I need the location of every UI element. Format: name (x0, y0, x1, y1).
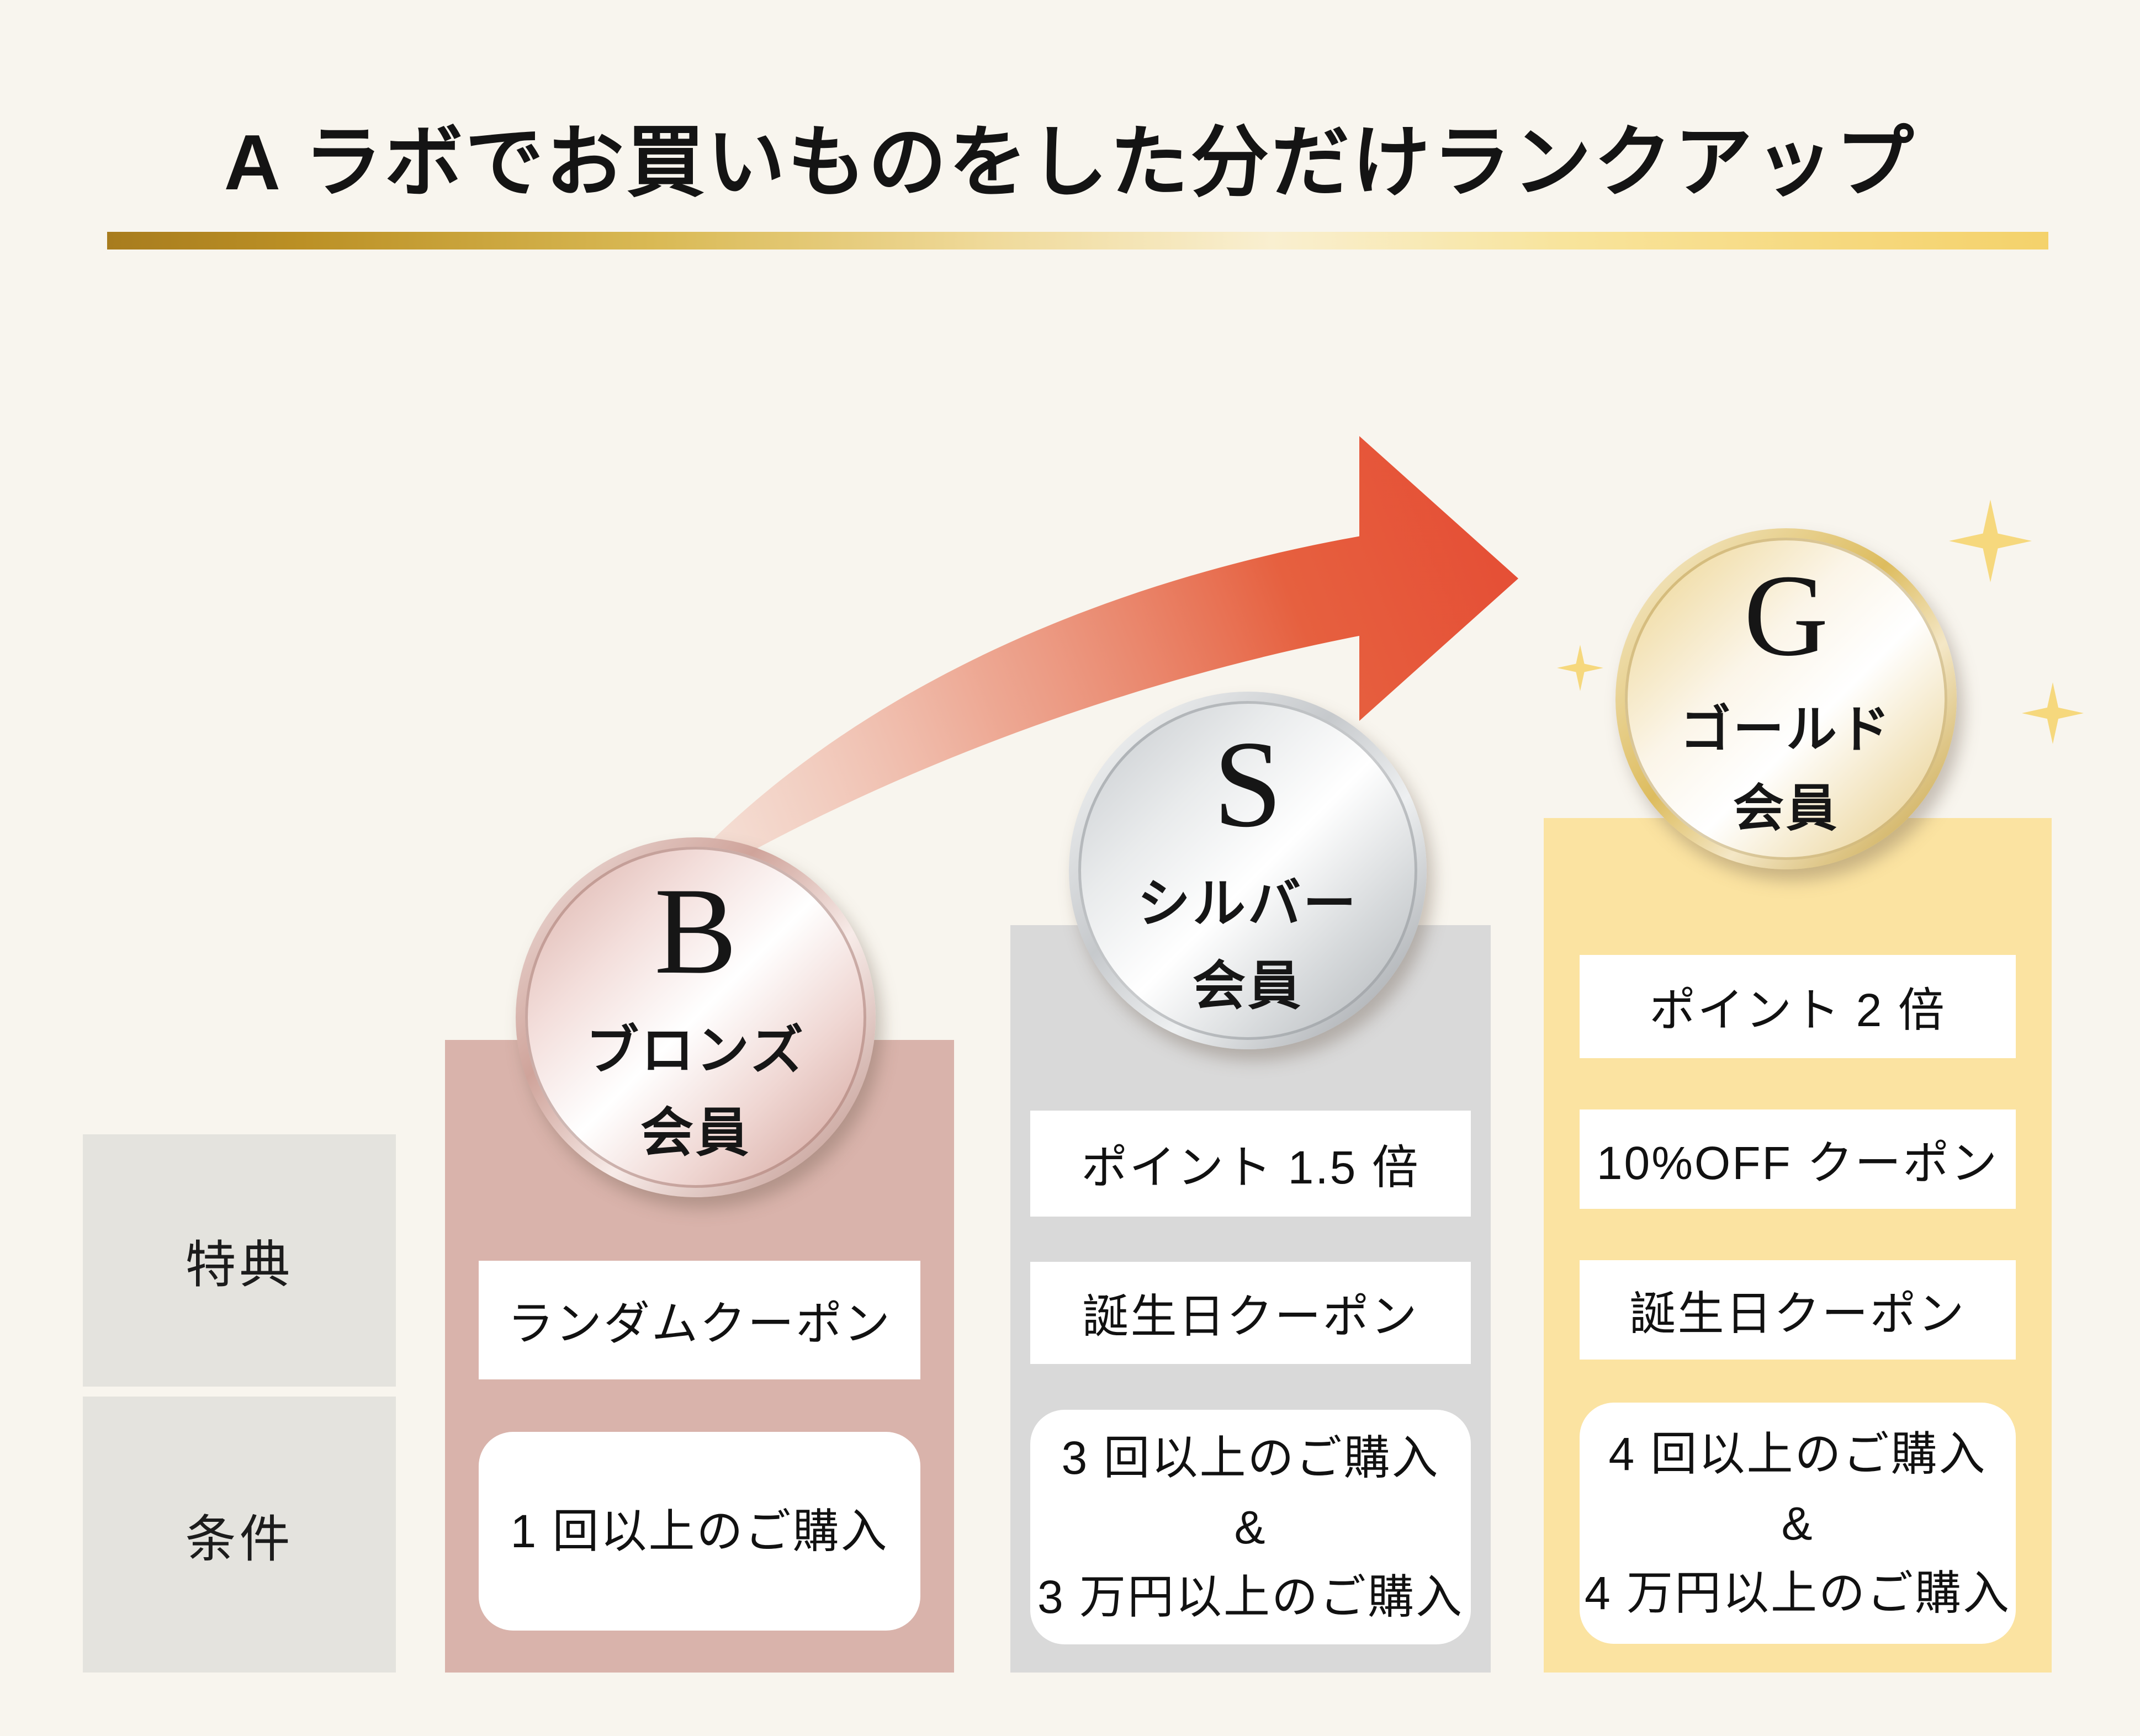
gold-condition-line1: 4 回以上のご購入 (1608, 1427, 1987, 1480)
gold-medal-face: G ゴールド 会員 (1625, 538, 1947, 860)
silver-benefit-box-birthday: 誕生日クーポン (1030, 1262, 1471, 1364)
silver-medal-member: 会員 (1193, 956, 1303, 1016)
gold-condition-line2: 4 万円以上のご購入 (1584, 1567, 2011, 1619)
bronze-medal-initial: B (654, 861, 738, 1000)
silver-benefit-birthday-text: 誕生日クーポン (1082, 1291, 1419, 1342)
gold-benefit-points-text: ポイント 2 倍 (1649, 984, 1946, 1036)
bronze-medal-name: ブロンズ (585, 1021, 806, 1080)
silver-benefit-box-points: ポイント 1.5 倍 (1030, 1111, 1471, 1217)
gold-condition-box: 4 回以上のご購入 & 4 万円以上のご購入 (1580, 1403, 2016, 1644)
bronze-condition-text: 1 回以上のご購入 (510, 1505, 889, 1557)
gold-benefit-coupon-text: 10%OFF クーポン (1596, 1137, 1999, 1189)
gold-medal-name: ゴールド (1680, 702, 1892, 758)
row-label-conditions-text: 条件 (185, 1511, 294, 1568)
silver-condition-line1: 3 回以上のご購入 (1061, 1431, 1440, 1484)
bronze-medal-member: 会員 (640, 1103, 751, 1162)
silver-condition-amp: & (1234, 1501, 1267, 1553)
bronze-benefit-box: ランダムクーポン (479, 1261, 920, 1379)
row-label-benefits: 特典 (83, 1134, 396, 1387)
silver-medal-initial: S (1213, 714, 1283, 853)
page-title: A ラボでお買いものをした分だけランクアップ (224, 119, 1916, 206)
bronze-benefit-text: ランダムクーポン (507, 1298, 892, 1350)
silver-condition-line2: 3 万円以上のご購入 (1037, 1570, 1464, 1623)
silver-condition-box: 3 回以上のご購入 & 3 万円以上のご購入 (1030, 1410, 1471, 1644)
gold-medal-member: 会員 (1733, 781, 1839, 837)
bronze-medal-icon: B ブロンズ 会員 (516, 837, 876, 1197)
row-label-benefits-text: 特典 (185, 1237, 294, 1293)
gold-medal-initial: G (1744, 550, 1829, 680)
silver-medal-face: S シルバー 会員 (1078, 701, 1417, 1040)
gold-benefit-birthday-text: 誕生日クーポン (1629, 1287, 1966, 1340)
gold-divider (107, 232, 2048, 249)
silver-medal-name: シルバー (1137, 874, 1358, 933)
gold-condition-amp: & (1781, 1497, 1814, 1549)
row-label-conditions: 条件 (83, 1397, 396, 1673)
bronze-condition-box: 1 回以上のご購入 (479, 1432, 920, 1631)
gold-benefit-box-birthday: 誕生日クーポン (1580, 1260, 2016, 1360)
gold-benefit-box-coupon: 10%OFF クーポン (1580, 1109, 2016, 1209)
gold-medal-icon: G ゴールド 会員 (1615, 528, 1957, 869)
silver-medal-icon: S シルバー 会員 (1069, 692, 1427, 1049)
silver-benefit-points-text: ポイント 1.5 倍 (1081, 1141, 1420, 1193)
bronze-medal-face: B ブロンズ 会員 (525, 847, 866, 1188)
gold-benefit-box-points: ポイント 2 倍 (1580, 955, 2016, 1058)
